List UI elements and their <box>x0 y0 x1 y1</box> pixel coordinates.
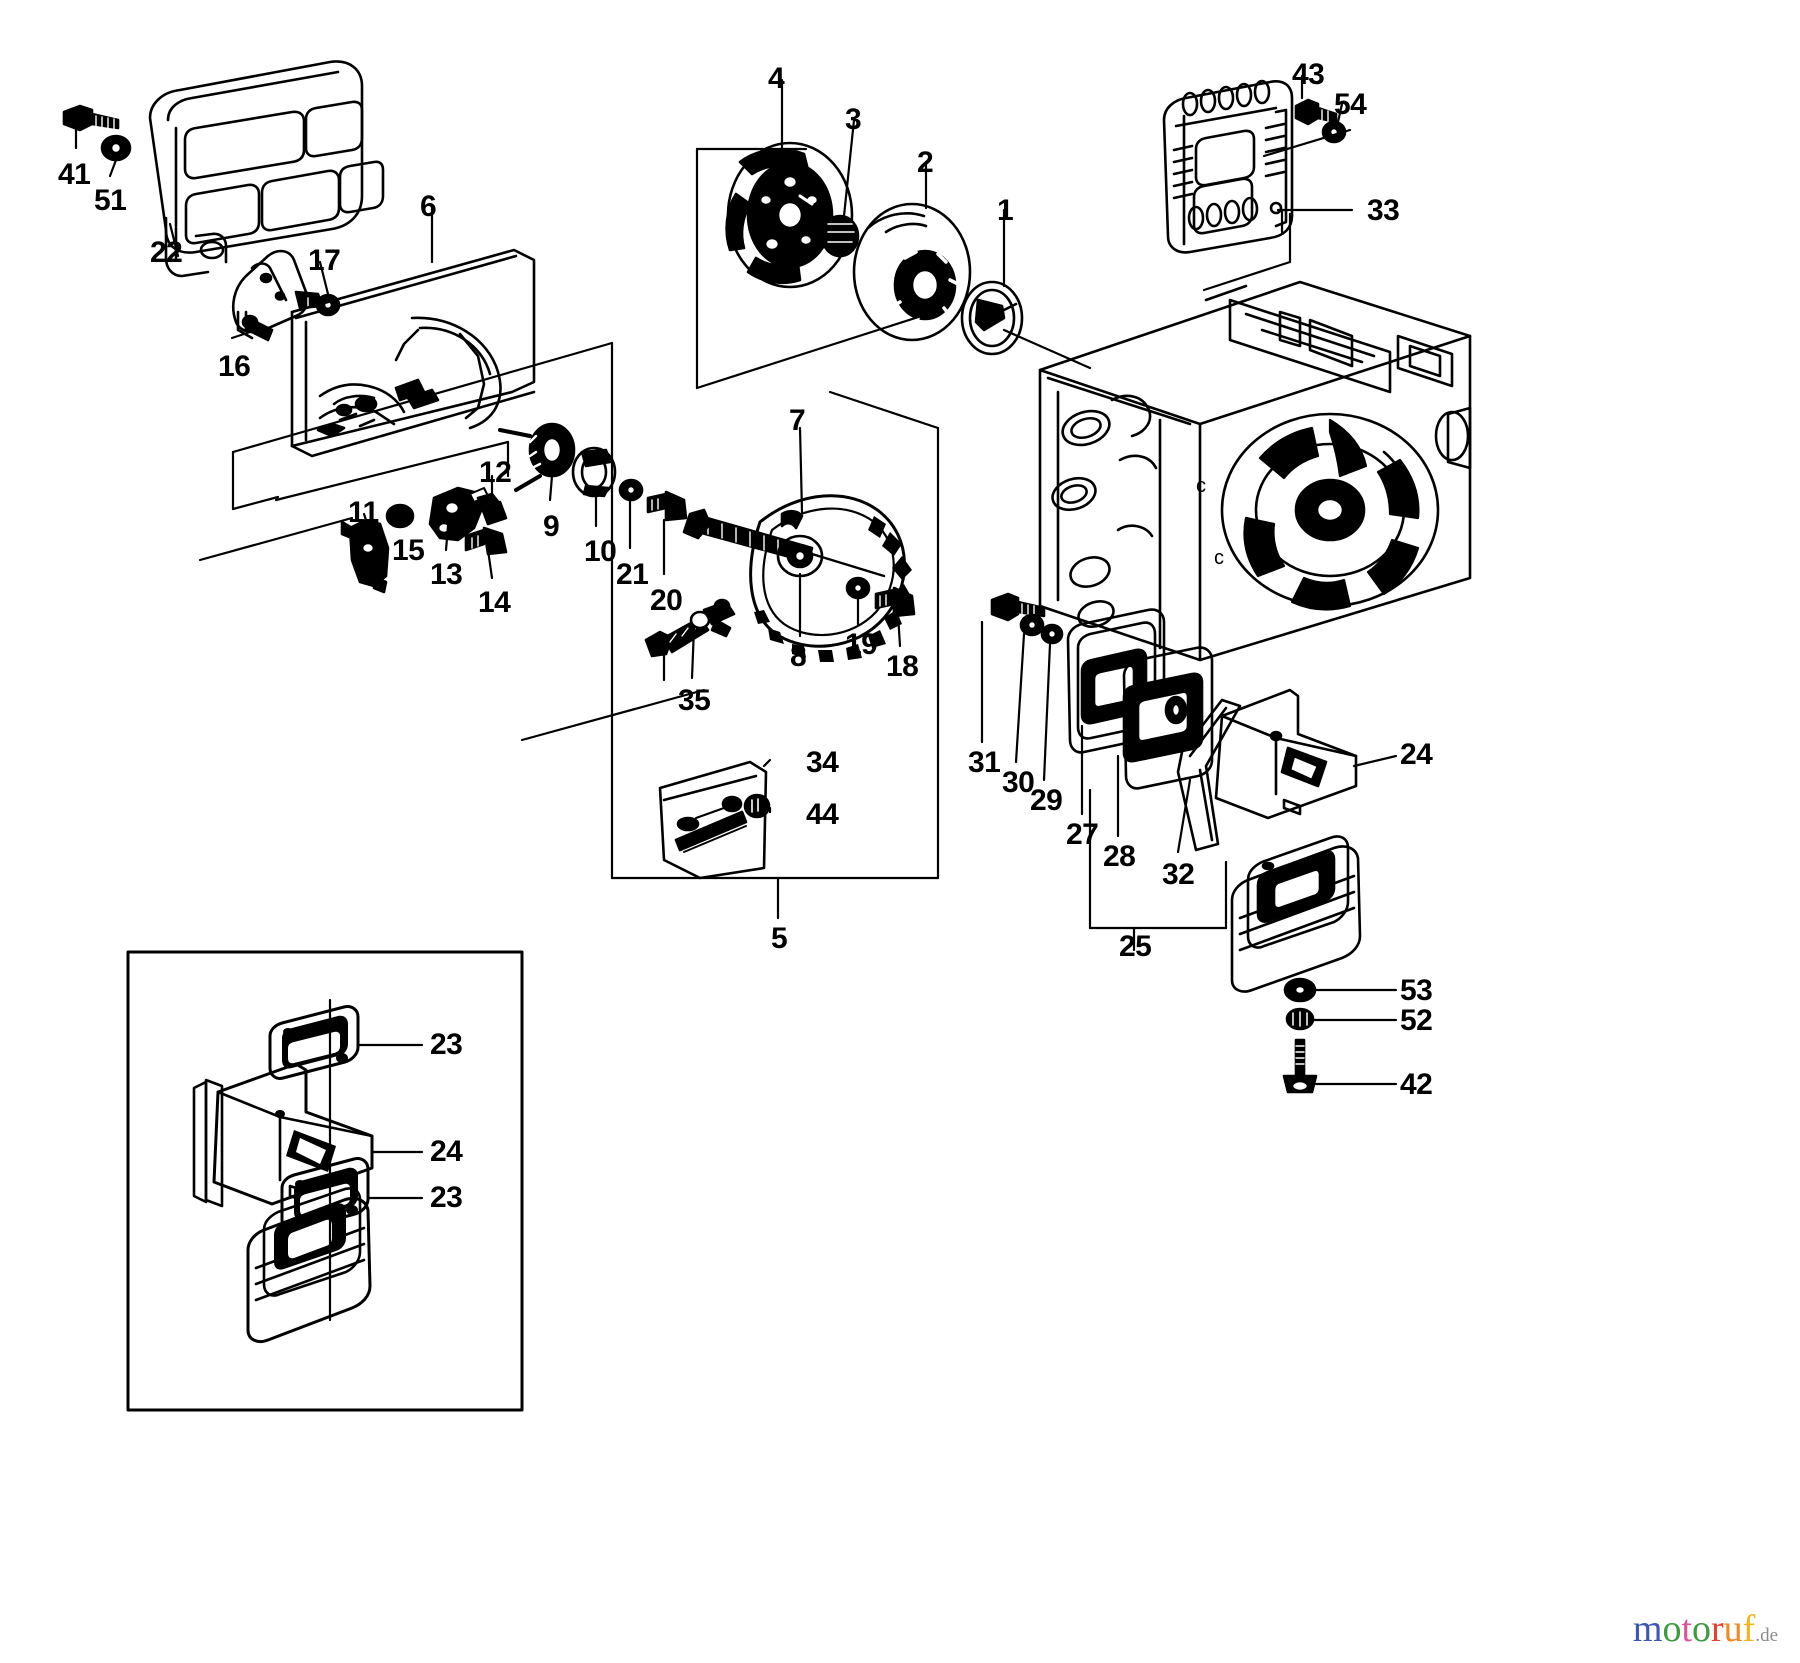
muffler-body-28 <box>1122 646 1214 790</box>
callout-21: 21 <box>616 558 649 591</box>
part-tensioner-35 <box>644 598 736 658</box>
callout-27: 27 <box>1066 818 1099 851</box>
washer-21 <box>618 478 644 502</box>
wm-letter-t: t <box>1681 1608 1692 1650</box>
nut-51 <box>100 134 132 162</box>
callout-18: 18 <box>886 650 919 683</box>
callout-16: 16 <box>218 350 251 383</box>
svg-text:c: c <box>1214 547 1224 569</box>
callout-53: 53 <box>1400 974 1433 1007</box>
callout-5: 5 <box>771 922 788 955</box>
washer-19 <box>845 576 871 600</box>
muffler-detail-inset <box>126 950 524 1412</box>
part-hand-guard <box>62 60 385 278</box>
callout-52: 52 <box>1400 1004 1433 1037</box>
bolt-42 <box>1282 1038 1318 1094</box>
wm-letter-o1: o <box>1662 1608 1682 1650</box>
callout-13: 13 <box>430 558 463 591</box>
part-brake-band-7 <box>682 494 916 662</box>
svg-text:c: c <box>1196 475 1206 497</box>
bolt-41 <box>62 104 120 132</box>
callout-24: 24 <box>1400 738 1433 771</box>
callout-15: 15 <box>392 534 425 567</box>
wm-suffix: .de <box>1755 1625 1778 1646</box>
lock-washer-52 <box>1285 1007 1315 1031</box>
callout-43: 43 <box>1292 58 1325 91</box>
callout-29: 29 <box>1030 784 1063 817</box>
heat-shield-24 <box>1214 688 1358 820</box>
washer-53 <box>1283 977 1317 1003</box>
callout-28: 28 <box>1103 840 1136 873</box>
muffler-deflector-32 <box>1176 698 1242 852</box>
callout-inset-23-upper: 23 <box>430 1028 463 1061</box>
bolt-31 <box>990 592 1046 622</box>
callout-9: 9 <box>543 510 560 543</box>
callout-10: 10 <box>584 535 617 568</box>
wm-letter-o2: o <box>1692 1608 1711 1650</box>
callout-4: 4 <box>768 62 785 95</box>
parts-brake-linkage <box>340 422 688 594</box>
part-engine-crankcase: c c <box>1038 280 1472 662</box>
callout-31: 31 <box>968 746 1001 779</box>
callout-42: 42 <box>1400 1068 1433 1101</box>
callout-20: 20 <box>650 584 683 617</box>
part-clutch-shoe-4 <box>725 141 854 289</box>
wm-letter-u: u <box>1723 1608 1743 1650</box>
callout-32: 32 <box>1162 858 1195 891</box>
callout-14: 14 <box>478 586 511 619</box>
callout-11: 11 <box>348 496 379 529</box>
callout-2: 2 <box>917 146 934 179</box>
callout-3: 3 <box>845 103 862 136</box>
wm-letter-m: m <box>1632 1608 1663 1650</box>
wm-letter-f: f <box>1742 1608 1756 1650</box>
callout-25: 25 <box>1119 930 1152 963</box>
bushing-10 <box>571 446 617 498</box>
screw-14 <box>464 526 508 556</box>
brake-band-pivot-8 <box>776 534 886 578</box>
callout-12: 12 <box>479 456 512 489</box>
motoruf-watermark: motoruf.de <box>1633 1607 1778 1651</box>
callout-6: 6 <box>420 190 437 223</box>
part-clutch-spacer-3 <box>820 214 860 258</box>
callout-30: 30 <box>1002 766 1035 799</box>
callout-1: 1 <box>997 194 1014 227</box>
screw-20 <box>646 490 688 522</box>
callout-41: 41 <box>58 158 91 191</box>
washer-29 <box>1040 623 1064 645</box>
callout-51: 51 <box>94 184 127 217</box>
part-clutch-drum-2 <box>852 202 972 342</box>
wm-letter-r: r <box>1711 1608 1724 1650</box>
callout-inset-23-lower: 23 <box>430 1181 463 1214</box>
parts-muffler-group <box>990 592 1362 1094</box>
callout-17: 17 <box>308 244 341 277</box>
part-clutch-cover-6 <box>290 248 536 458</box>
brake-spring-9 <box>498 422 576 492</box>
muffler-shell-25 <box>1230 835 1362 993</box>
callout-44: 44 <box>806 798 839 831</box>
callout-34: 34 <box>806 746 839 779</box>
callout-22: 22 <box>150 236 183 269</box>
callout-33: 33 <box>1367 194 1400 227</box>
lock-washer-30 <box>1019 613 1045 637</box>
part-washer-1 <box>960 280 1024 356</box>
screw-18 <box>874 586 916 618</box>
callout-54: 54 <box>1334 88 1367 121</box>
part-bumper-spike-34 <box>658 760 771 880</box>
screw-44 <box>743 793 771 819</box>
callout-7: 7 <box>789 404 806 437</box>
callout-8: 8 <box>790 640 807 673</box>
callout-19: 19 <box>845 628 878 661</box>
callout-35: 35 <box>678 684 711 717</box>
callout-inset-24: 24 <box>430 1135 463 1168</box>
